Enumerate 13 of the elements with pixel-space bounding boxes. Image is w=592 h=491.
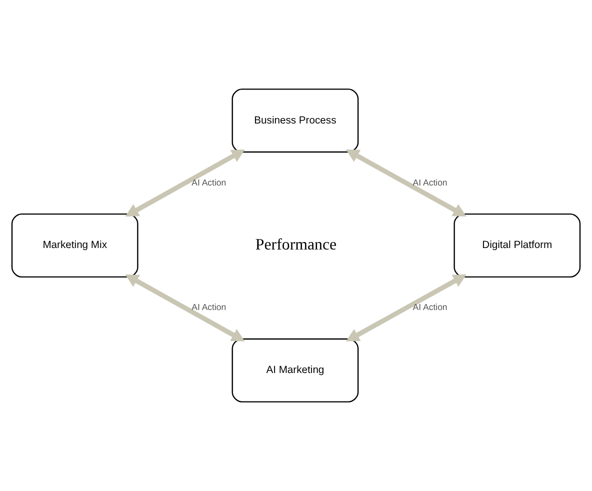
arrow: [346, 274, 466, 342]
edge-label: AI Action: [412, 302, 448, 312]
arrow: [125, 150, 245, 217]
label: Performance: [255, 236, 337, 254]
edge-label: AI Action: [412, 177, 448, 188]
node-box: Marketing Mix: [11, 213, 138, 278]
edge-label: AI Action: [192, 177, 226, 188]
node-box: Business Process: [232, 88, 359, 153]
node-box: Digital Platform: [454, 213, 581, 278]
node-box: AI Marketing: [232, 338, 359, 402]
arrow: [125, 274, 245, 342]
arrow: [346, 150, 466, 217]
edge-label: AI Action: [192, 302, 226, 312]
